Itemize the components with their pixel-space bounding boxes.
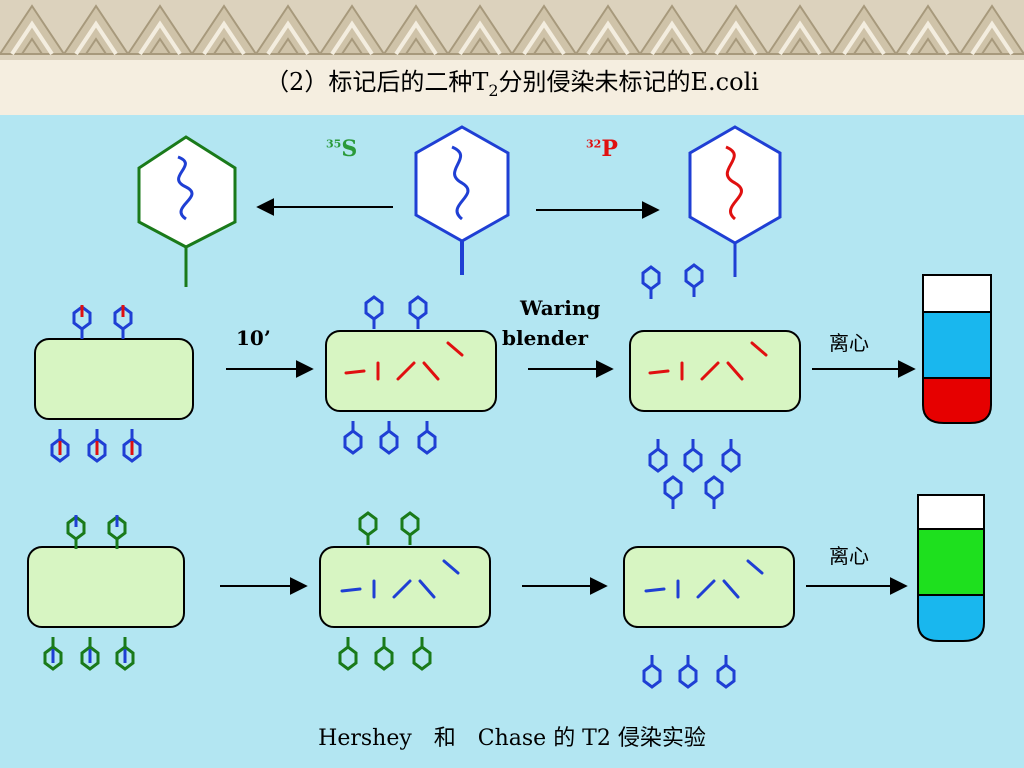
decorative-banner: [0, 0, 1024, 60]
blender-label: Waring: [520, 296, 601, 320]
time-label: 10’: [236, 326, 271, 350]
phage-35s: [137, 135, 237, 287]
centrifuge-label-1: 离心: [829, 331, 869, 355]
cell-p-2: [325, 330, 497, 412]
cell-s-1: [27, 546, 185, 628]
slide-title: （2）标记后的二种T2分别侵染未标记的E.coli: [265, 68, 759, 100]
isotope-32p-label: 32P: [586, 136, 618, 162]
centrifuge-tube-1: [922, 274, 992, 424]
detached-phages: [642, 653, 736, 689]
cell-p-1: [34, 338, 194, 420]
phage-sm-bottom: [50, 427, 142, 463]
centrifuge-tube-2: [917, 494, 985, 642]
blender-label-2: blender: [502, 326, 589, 350]
phage-sm-top: [72, 305, 133, 341]
hershey-chase-diagram: [27, 125, 992, 689]
phage-sm-bottom: [43, 635, 135, 671]
title-bar: [0, 60, 1024, 115]
cell-p-3: [629, 330, 801, 412]
phage-unlabeled: [414, 125, 510, 275]
phage-sm-top: [66, 515, 127, 551]
phage-32p: [688, 125, 782, 277]
centrifuge-label-2: 离心: [829, 544, 869, 568]
caption: Hershey 和 Chase 的 T2 侵染实验: [318, 726, 706, 751]
isotope-35s-label: 35S: [326, 136, 358, 162]
